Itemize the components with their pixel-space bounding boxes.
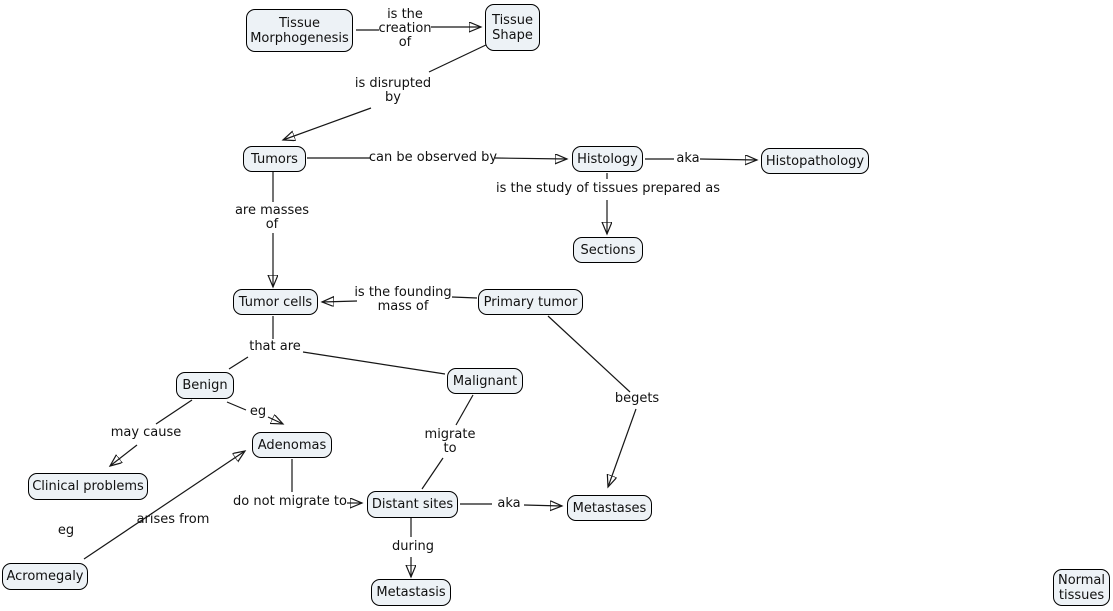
edge-eg-label-to-adenomas bbox=[267, 417, 283, 424]
node-adenomas[interactable]: Adenomas bbox=[252, 432, 332, 458]
node-tumors[interactable]: Tumors bbox=[243, 146, 306, 172]
link-label-do-not-migrate-to[interactable]: do not migrate to bbox=[233, 494, 347, 509]
link-label-may-cause[interactable]: may cause bbox=[110, 425, 182, 440]
link-label-aka-distant-sites[interactable]: aka bbox=[497, 496, 521, 511]
edge-thatare-label-to-benign bbox=[228, 356, 249, 370]
link-label-arises-from[interactable]: arises from bbox=[136, 512, 210, 527]
edge-benign-to-maycause-label bbox=[155, 399, 193, 425]
node-malignant[interactable]: Malignant bbox=[447, 368, 523, 394]
node-tumor-cells[interactable]: Tumor cells bbox=[233, 289, 318, 315]
node-sections[interactable]: Sections bbox=[573, 237, 643, 263]
edge-malignant-to-migrate-label bbox=[455, 394, 474, 426]
node-histology[interactable]: Histology bbox=[572, 146, 643, 172]
edge-disrupted-label-to-tumors bbox=[283, 107, 372, 140]
link-label-during[interactable]: during bbox=[392, 539, 434, 554]
link-label-that-are[interactable]: that are bbox=[249, 339, 301, 354]
node-distant-sites[interactable]: Distant sites bbox=[367, 491, 458, 518]
node-histopathology[interactable]: Histopathology bbox=[761, 148, 869, 174]
edge-migrate-label-to-distant-sites bbox=[421, 457, 444, 490]
edge-benign-to-eg-label bbox=[226, 401, 247, 411]
link-label-eg-benign[interactable]: eg bbox=[249, 404, 267, 419]
node-tissue-shape[interactable]: Tissue Shape bbox=[485, 4, 540, 51]
edge-primary-tumor-to-founding-label bbox=[451, 296, 478, 299]
link-label-begets[interactable]: begets bbox=[614, 391, 660, 406]
node-normal-tissues[interactable]: Normal tissues bbox=[1053, 569, 1110, 606]
link-label-are-masses-of[interactable]: are masses of bbox=[234, 203, 310, 232]
link-label-migrate-to[interactable]: migrate to bbox=[424, 427, 476, 456]
edge-begets-label-to-metastases bbox=[608, 408, 637, 487]
edge-aka-label-to-metastases bbox=[523, 505, 562, 506]
node-metastasis[interactable]: Metastasis bbox=[371, 579, 451, 606]
edge-thatare-label-to-malignant bbox=[302, 351, 446, 375]
link-label-eg-clinical[interactable]: eg bbox=[57, 523, 75, 538]
node-primary-tumor[interactable]: Primary tumor bbox=[478, 289, 583, 315]
edge-maycause-label-to-clinical-problems bbox=[110, 444, 138, 466]
node-metastases[interactable]: Metastases bbox=[567, 495, 652, 521]
node-clinical-problems[interactable]: Clinical problems bbox=[28, 473, 148, 500]
edge-tissue-shape-to-disrupted-label bbox=[428, 43, 489, 73]
edge-aka-label-to-histopathology bbox=[699, 159, 757, 160]
node-tissue-morphogenesis[interactable]: Tissue Morphogenesis bbox=[246, 9, 353, 52]
edge-observed-label-to-histology bbox=[494, 158, 567, 159]
node-acromegaly[interactable]: Acromegaly bbox=[2, 563, 88, 590]
link-label-is-the-creation-of[interactable]: is the creation of bbox=[378, 7, 432, 50]
link-label-is-disrupted-by[interactable]: is disrupted by bbox=[354, 76, 432, 105]
link-label-aka-histology[interactable]: aka bbox=[676, 151, 700, 166]
edge-primary-tumor-to-begets-label bbox=[547, 315, 631, 393]
link-label-can-be-observed-by[interactable]: can be observed by bbox=[368, 150, 498, 165]
node-benign[interactable]: Benign bbox=[176, 372, 234, 399]
edge-acromegaly-to-adenomas bbox=[83, 451, 245, 560]
link-label-is-the-founding-mass-of[interactable]: is the founding mass of bbox=[354, 285, 452, 314]
link-label-is-study-of-tissues[interactable]: is the study of tissues prepared as bbox=[496, 181, 720, 196]
edge-founding-label-to-tumor-cells bbox=[322, 301, 358, 302]
